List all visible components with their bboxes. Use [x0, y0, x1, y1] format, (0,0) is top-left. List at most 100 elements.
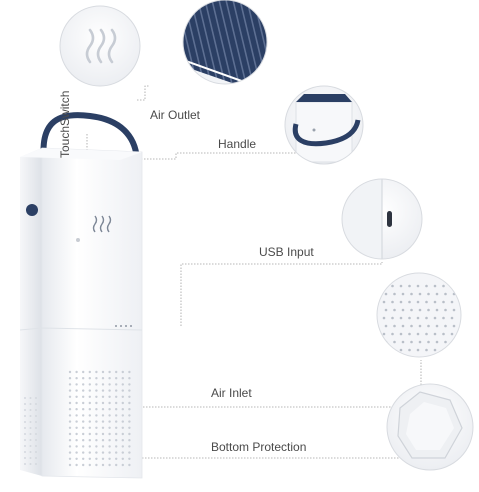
vent-hole [29, 415, 32, 417]
vent-hole [128, 370, 131, 374]
vent-hole [101, 439, 105, 442]
vent-hole [75, 432, 78, 436]
vent-hole [88, 370, 92, 374]
vent-hole [108, 426, 111, 429]
vent-hole [35, 409, 37, 411]
vent-hole [24, 397, 26, 399]
vent-hole [24, 445, 26, 447]
vent-hole [416, 316, 420, 320]
handle-strap [40, 112, 141, 169]
vent-hole [68, 463, 72, 467]
vent-hole [128, 432, 131, 436]
vent-hole [75, 439, 78, 442]
vent-hole [450, 348, 454, 352]
vent-hole [29, 433, 32, 435]
vent-hole [115, 383, 118, 386]
vent-hole [88, 463, 92, 467]
vent-hole [108, 463, 111, 467]
vent-hole [82, 420, 85, 423]
vent-hole [115, 370, 118, 374]
vent-hole [384, 292, 388, 296]
vent-hole [101, 408, 105, 411]
vent-hole [108, 451, 111, 454]
vent-hole [121, 439, 125, 442]
vent-hole [95, 395, 98, 398]
vent-hole [75, 445, 78, 448]
grille-slat [197, 0, 219, 84]
vent-hole [75, 370, 78, 374]
vent-hole [128, 408, 131, 411]
vent-hole [435, 324, 439, 328]
vent-hole [108, 408, 111, 411]
vent-hole [401, 292, 405, 296]
vent-hole [444, 324, 447, 328]
vent-hole [121, 370, 125, 374]
vent-hole [408, 332, 411, 336]
vent-hole [82, 401, 85, 405]
vent-hole [68, 457, 72, 460]
vent-hole [108, 457, 111, 460]
vent-hole [75, 463, 78, 467]
front-vent-holes [68, 370, 131, 467]
vent-hole [418, 324, 422, 328]
vent-hole [128, 451, 131, 454]
vent-hole [399, 348, 403, 352]
vent-hole [95, 463, 98, 467]
vent-hole [121, 457, 125, 460]
vent-hole [444, 308, 447, 312]
vent-hole [35, 445, 37, 447]
vent-hole [24, 463, 26, 465]
usb-line [180, 262, 383, 326]
vent-hole [108, 420, 111, 423]
vent-hole [95, 432, 98, 436]
vent-hole [82, 426, 85, 429]
vent-hole [115, 408, 118, 411]
vent-hole [128, 389, 131, 392]
vent-hole [128, 457, 131, 460]
vent-hole [82, 408, 85, 411]
vent-hole [35, 463, 37, 465]
vent-hole [425, 316, 428, 320]
air-outlet-line [137, 85, 150, 101]
vent-hole [68, 389, 72, 392]
vent-hole [382, 300, 386, 304]
vent-hole [128, 420, 131, 423]
vent-hole [95, 383, 98, 386]
vent-hole [128, 401, 131, 405]
vent-hole [68, 432, 72, 436]
vent-hole [401, 308, 405, 312]
vent-hole [128, 395, 131, 398]
vent-hole [88, 451, 92, 454]
vent-hole [29, 463, 32, 465]
grille-slat [225, 0, 247, 84]
vent-hole [35, 457, 37, 459]
handle-label: Handle [218, 137, 257, 151]
vent-hole [101, 401, 105, 405]
vent-hole [68, 401, 72, 405]
vent-hole [128, 383, 131, 386]
vent-hole [29, 409, 32, 411]
bottom-protection-label: Bottom Protection [211, 440, 307, 454]
vent-hole [101, 457, 105, 460]
vent-hole [35, 421, 37, 423]
vent-hole [382, 332, 386, 336]
vent-hole [435, 340, 439, 344]
vent-hole [416, 348, 420, 352]
vent-hole [121, 401, 125, 405]
vent-hole [29, 445, 32, 447]
vent-hole [108, 370, 111, 374]
vent-hole [115, 426, 118, 429]
vent-hole [115, 445, 118, 448]
vent-hole [121, 445, 125, 448]
vent-hole [24, 433, 26, 435]
vent-hole [115, 432, 118, 436]
vent-hole [82, 451, 85, 454]
vent-hole [384, 324, 388, 328]
vent-hole [121, 383, 125, 386]
vent-hole [29, 421, 32, 423]
detail-circle-usb [341, 178, 423, 260]
vent-hole [452, 308, 456, 312]
vent-hole [108, 401, 111, 405]
vent-hole [88, 408, 92, 411]
vent-hole [382, 348, 386, 352]
